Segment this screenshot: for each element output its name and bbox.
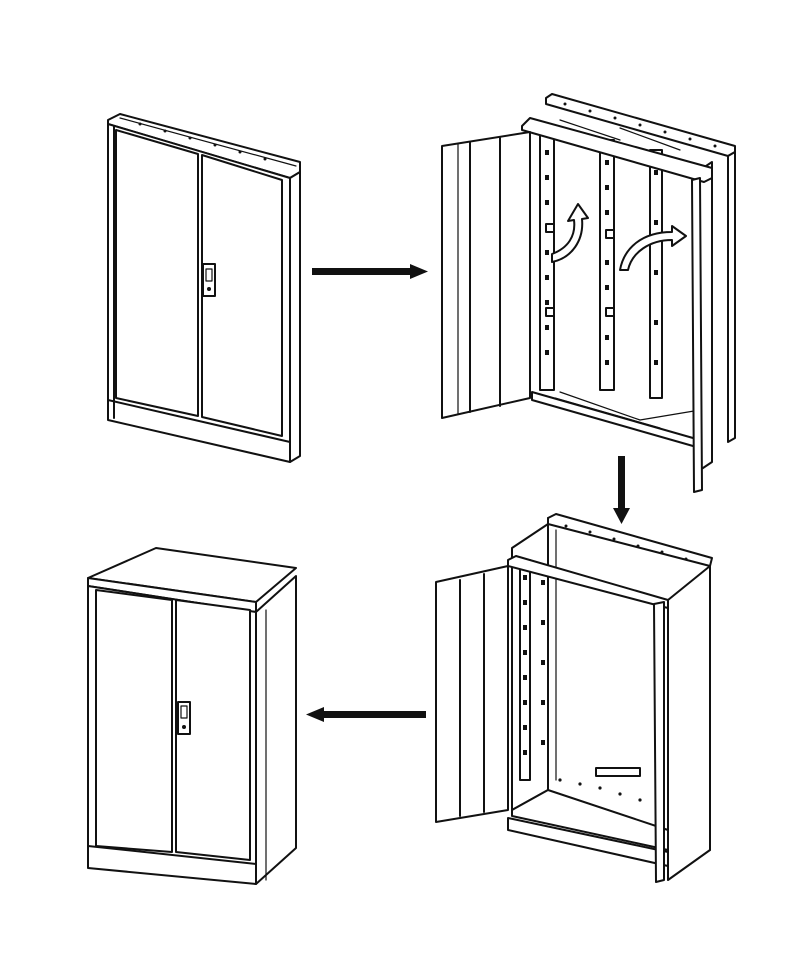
rotate-arrow-icon (551, 203, 589, 263)
folded-cabinet-illustration (107, 113, 301, 463)
open-cabinet-frame-illustration (435, 513, 713, 883)
unfolding-cabinet-illustration (441, 93, 736, 493)
arrow-left (306, 707, 426, 722)
arrow-down (613, 456, 630, 524)
rotate-arrow-icon (619, 225, 687, 271)
assembled-cabinet-illustration (87, 547, 297, 885)
arrow-right (312, 264, 428, 279)
